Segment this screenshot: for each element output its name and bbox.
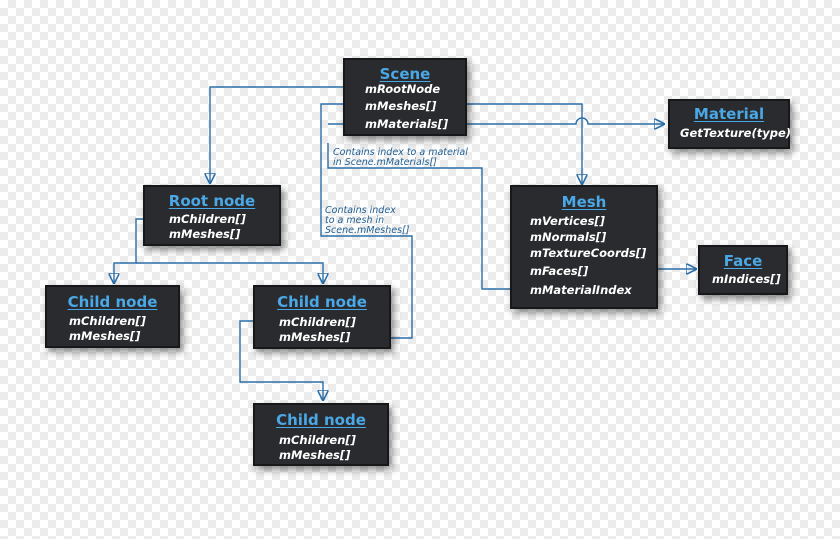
child-node-bottom-field-meshes: mMeshes[] — [279, 448, 351, 462]
child-node-left-box: Child node mChildren[] mMeshes[] — [45, 285, 180, 348]
scene-field-root-node: mRootNode — [365, 82, 441, 96]
note-mesh-index-line-3: Scene.mMeshes[] — [325, 225, 410, 236]
mesh-field-vertices: mVertices[] — [530, 214, 605, 228]
mesh-field-faces: mFaces[] — [530, 264, 589, 278]
connector-scene-materials-to-material — [447, 117, 664, 124]
root-node-field-meshes: mMeshes[] — [169, 227, 241, 241]
mesh-box: Mesh mVertices[] mNormals[] mTextureCoor… — [510, 185, 658, 309]
face-title: Face — [723, 252, 763, 270]
root-node-box: Root node mChildren[] mMeshes[] — [143, 185, 281, 246]
child-node-left-field-meshes: mMeshes[] — [69, 329, 141, 343]
child-node-left-title: Child node — [67, 293, 158, 311]
connector-child-children — [239, 320, 323, 400]
child-node-bottom-title: Child node — [276, 411, 366, 429]
mesh-title: Mesh — [561, 193, 607, 211]
connector-root-node — [210, 86, 362, 183]
scene-field-materials: mMaterials[] — [365, 117, 449, 131]
root-node-field-children: mChildren[] — [169, 212, 246, 226]
note-material-index-line-1: Contains index to a material — [333, 147, 468, 158]
note-mesh-index-line-2: to a mesh in — [325, 215, 385, 226]
child-node-mid-field-meshes: mMeshes[] — [279, 330, 351, 344]
child-node-mid-box: Child node mChildren[] mMeshes[] — [253, 285, 391, 349]
scene-title: Scene — [379, 65, 431, 83]
material-field-get-texture: GetTexture(type) — [680, 126, 792, 140]
root-node-title: Root node — [168, 192, 256, 210]
connector-root-children-right — [136, 262, 323, 283]
connector-material-index-note — [327, 143, 526, 290]
child-node-bottom-field-children: mChildren[] — [279, 433, 356, 447]
child-node-bottom-box: Child node mChildren[] mMeshes[] — [253, 403, 389, 466]
scene-field-meshes: mMeshes[] — [365, 99, 437, 113]
child-node-mid-field-children: mChildren[] — [279, 315, 356, 329]
note-material-index-line-2: in Scene.mMaterials[] — [333, 157, 437, 168]
child-node-left-field-children: mChildren[] — [69, 314, 146, 328]
child-node-mid-title: Child node — [277, 293, 367, 311]
material-title: Material — [693, 105, 765, 123]
connector-scene-meshes-to-mesh — [445, 103, 582, 184]
face-box: Face mIndices[] — [698, 245, 788, 295]
mesh-field-texture-coords: mTextureCoords[] — [530, 246, 647, 260]
material-box: Material GetTexture(type) — [668, 99, 792, 149]
note-mesh-index-line-1: Contains index — [325, 205, 396, 216]
mesh-field-material-index: mMaterialIndex — [530, 283, 632, 297]
connector-mesh-index-loop — [320, 104, 413, 339]
scene-box: Scene mRootNode mMeshes[] mMaterials[] — [343, 58, 467, 136]
face-field-indices: mIndices[] — [712, 272, 781, 286]
mesh-field-normals: mNormals[] — [530, 230, 607, 244]
